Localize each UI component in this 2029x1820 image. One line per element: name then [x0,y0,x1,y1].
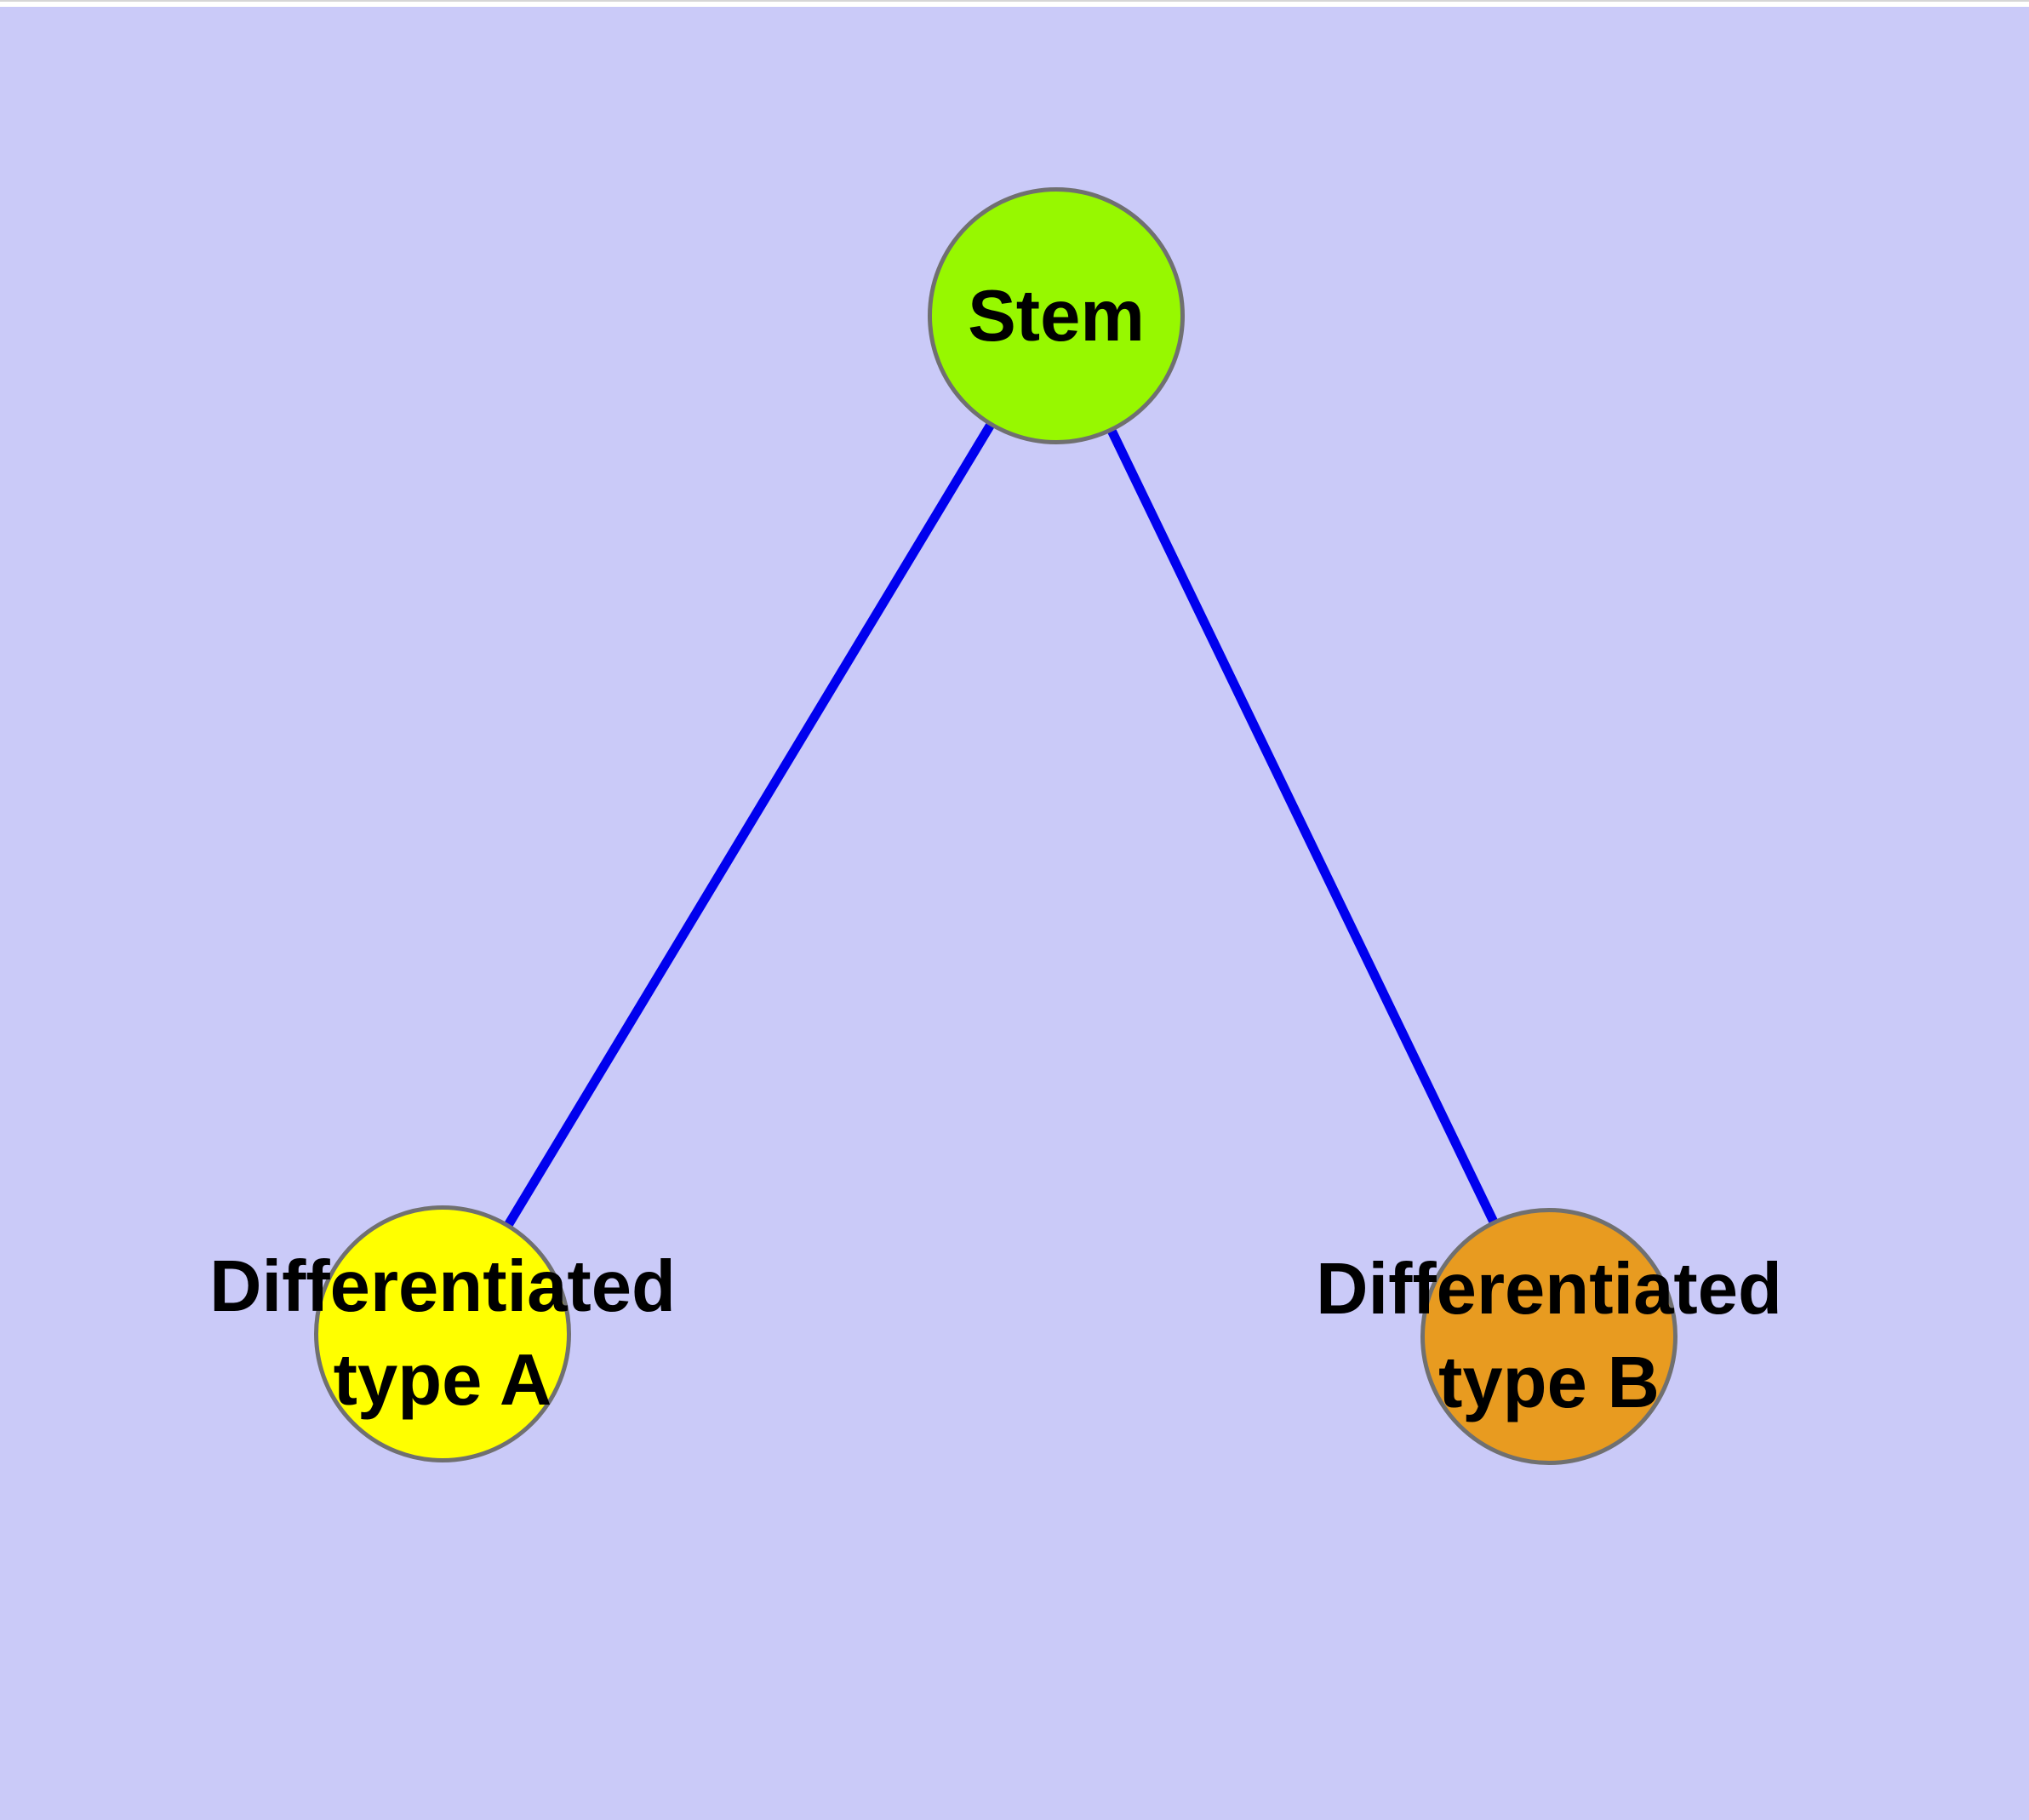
window-top-margin [0,0,2029,7]
node-stem[interactable] [928,187,1185,444]
node-type-a-label-line1: Differentiated [209,1246,676,1327]
node-type-b-label-line1: Differentiated [1316,1249,1782,1330]
node-differentiated-type-a[interactable] [314,1205,571,1462]
node-stem-label: Stem [968,276,1145,357]
node-type-a-label: Differentiated type A [209,1240,676,1428]
node-type-b-label: Differentiated type B [1316,1243,1782,1430]
node-type-a-label-line2: type A [333,1340,552,1421]
node-differentiated-type-b[interactable] [1420,1208,1677,1465]
node-type-b-label-line2: type B [1438,1342,1660,1423]
edge-stem-to-type-b [1052,313,1553,1339]
edge-stem-to-type-a [438,313,1060,1336]
